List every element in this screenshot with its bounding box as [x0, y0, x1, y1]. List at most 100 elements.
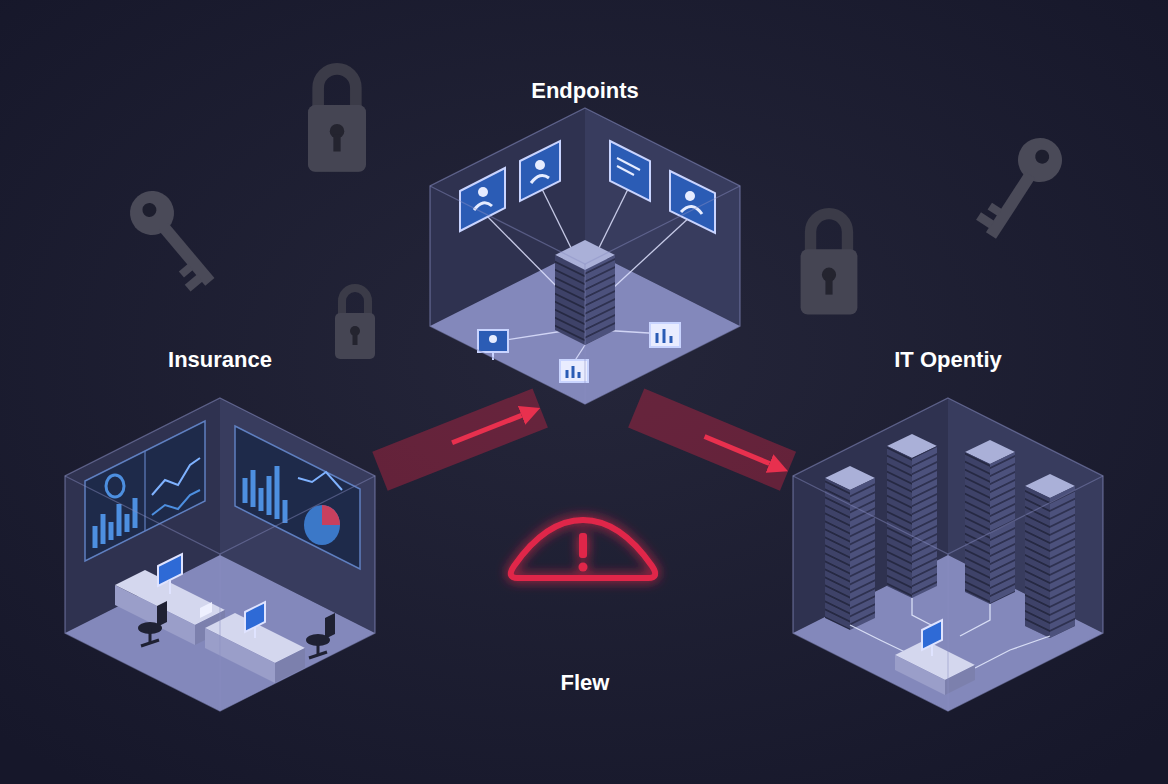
endpoint-screen — [489, 335, 497, 343]
key-icon — [179, 264, 193, 278]
flow-band — [380, 408, 540, 471]
server-rack — [825, 478, 850, 630]
admin-desk — [922, 620, 942, 650]
dashboard-panel — [106, 475, 124, 497]
endpoint-screen — [670, 336, 673, 343]
dashboard-panel — [85, 421, 205, 561]
dashboard-panel — [95, 498, 135, 548]
endpoint-screen — [657, 329, 671, 343]
room-edges — [430, 186, 740, 264]
room-heading-group: IT Opentiy — [788, 347, 1108, 373]
admin-desk — [895, 655, 945, 695]
dashboard-panel — [275, 466, 280, 519]
room-edges — [65, 476, 375, 711]
admin-desk — [895, 620, 975, 695]
dashboard-panel — [85, 421, 205, 561]
endpoint-screen — [566, 370, 569, 378]
lock-icon — [353, 333, 358, 345]
endpoint-screen — [650, 323, 680, 347]
room-heading-group: Insurance — [60, 347, 380, 373]
dashboard-panel — [101, 514, 106, 544]
key-icon — [976, 212, 994, 228]
endpoint-screen — [685, 191, 695, 201]
endpoint-screen — [478, 187, 488, 197]
lock-icon — [308, 105, 366, 172]
key-icon — [973, 130, 1071, 248]
lock-icon — [318, 69, 356, 108]
endpoint-screen — [478, 330, 508, 352]
server-rack — [990, 452, 1015, 604]
endpoint-screen — [650, 323, 680, 347]
cable — [850, 625, 905, 652]
server-rack — [1025, 474, 1075, 638]
dashboard-panel — [133, 498, 138, 528]
office-desk — [205, 628, 275, 683]
endpoint-screen — [520, 141, 560, 201]
key-icon — [986, 172, 1035, 239]
dashboard-panel — [322, 505, 340, 525]
endpoint-screen — [460, 168, 505, 231]
room-outline — [60, 340, 380, 715]
lock-icon — [801, 249, 858, 314]
server-rack — [965, 440, 1015, 604]
key-icon — [185, 274, 203, 291]
server-room — [793, 398, 1103, 711]
endpoint-screen — [492, 352, 494, 360]
office-desk — [275, 648, 305, 683]
room-outline — [788, 340, 1108, 715]
endpoint-screen — [531, 175, 549, 183]
server-rack — [1050, 486, 1075, 638]
office-chair — [306, 613, 335, 658]
dashboard-panel — [283, 500, 288, 523]
server-rack — [887, 446, 912, 598]
room-outline — [430, 108, 740, 404]
room-heading: IT Opentiy — [788, 347, 1108, 373]
office-room — [65, 555, 375, 711]
office-chair — [149, 628, 152, 643]
dashboard-panel — [245, 466, 285, 523]
flow-arrow — [636, 408, 788, 471]
office-chair — [309, 652, 327, 658]
room-edges — [65, 476, 375, 554]
room-edges — [947, 554, 948, 711]
dashboard-panel — [109, 522, 114, 540]
endpoint-screen — [560, 360, 588, 382]
lock-icon — [811, 214, 848, 252]
lock-icon — [801, 214, 858, 315]
server-rack — [585, 255, 615, 345]
flow-band — [636, 408, 788, 471]
room-outline — [425, 72, 745, 408]
admin-desk — [931, 645, 933, 656]
cable — [912, 598, 935, 627]
dashboard-panel — [93, 526, 98, 548]
dashboard-panel — [144, 451, 145, 531]
lock-icon — [333, 134, 340, 151]
endpoint-screen — [610, 141, 650, 201]
room-node: Insurance — [60, 340, 380, 715]
dashboard-panel — [298, 472, 342, 490]
room-heading-group: Endpoints — [425, 78, 745, 104]
room-heading: Insurance — [60, 347, 380, 373]
office-desk — [115, 585, 195, 645]
server-rack — [965, 452, 990, 604]
lock-icon — [825, 278, 832, 295]
room-node: IT Opentiy — [788, 340, 1108, 715]
warning-symbol — [511, 520, 655, 578]
endpoint-screen — [572, 366, 575, 378]
endpoint-screen — [535, 160, 545, 170]
endpoint-screen — [560, 360, 588, 382]
endpoint-screen — [610, 141, 650, 201]
office-chair — [325, 613, 335, 639]
office-room — [65, 398, 375, 711]
server-rack — [555, 255, 585, 345]
room-edges — [219, 554, 220, 711]
room-heading: Endpoints — [425, 78, 745, 104]
warning-symbol — [511, 520, 655, 578]
endpoint-screen — [567, 366, 579, 378]
room-edges — [430, 186, 740, 404]
server-rack — [825, 466, 875, 630]
flow-label: Flew — [485, 670, 685, 696]
